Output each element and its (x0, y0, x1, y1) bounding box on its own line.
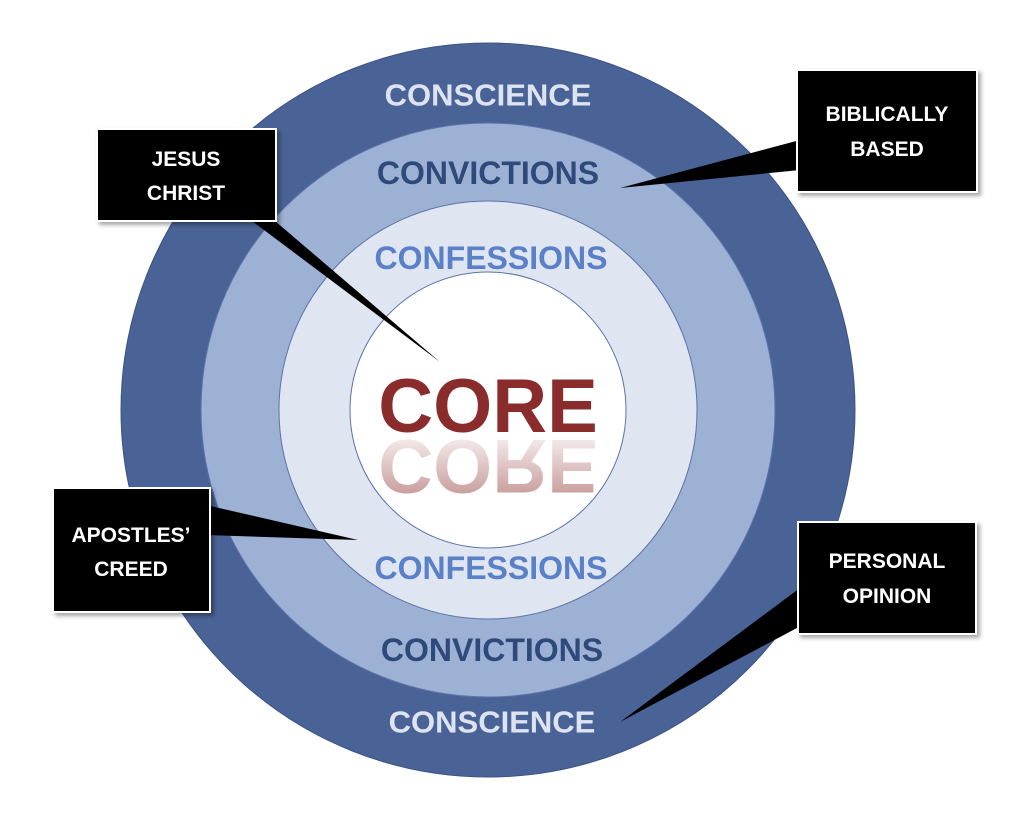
confessions-bottom-label: CONFESSIONS (375, 550, 608, 586)
core-circle (349, 271, 627, 549)
callout-pointer (206, 505, 358, 540)
callout-line-2: BASED (850, 138, 924, 161)
callout-line-1: BIBLICALLY (826, 103, 949, 126)
callout-box (796, 69, 978, 193)
core-label: CORE (378, 364, 598, 449)
conscience-bottom-label: CONSCIENCE (389, 705, 596, 740)
convictions-top-label: CONVICTIONS (377, 155, 599, 191)
callout-line-2: OPINION (843, 585, 932, 608)
callout-line-1: JESUS (152, 148, 221, 171)
core-reflection: CORE (378, 423, 598, 508)
convictions-bottom-label: CONVICTIONS (381, 632, 603, 668)
callout-box (52, 487, 211, 613)
callout-jesus-christ: JESUS CHRIST (96, 128, 440, 362)
callout-pointer (620, 140, 800, 188)
callout-apostles-creed: APOSTLES’ CREED (52, 487, 358, 613)
confessions-top-label: CONFESSIONS (375, 240, 608, 276)
conscience-top-label: CONSCIENCE (385, 78, 592, 113)
callout-biblically-based: BIBLICALLY BASED (620, 69, 978, 193)
callout-pointer (244, 215, 440, 362)
callout-box (96, 128, 277, 222)
callout-line-1: PERSONAL (829, 550, 946, 573)
callout-line-2: CHRIST (147, 182, 225, 205)
callout-line-2: CREED (94, 558, 168, 581)
callout-line-1: APOSTLES’ (71, 524, 190, 547)
callout-pointer (620, 588, 812, 722)
callout-personal-opinion: PERSONAL OPINION (620, 521, 977, 722)
callout-box (797, 521, 977, 635)
